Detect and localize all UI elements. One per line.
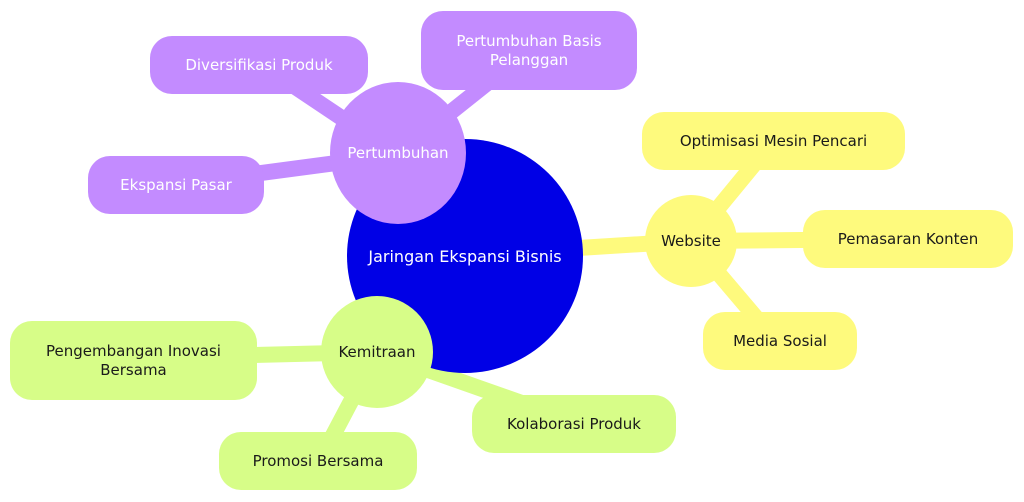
leaf-promosi-bersama[interactable]: Promosi Bersama [219, 432, 417, 490]
leaf-diversifikasi-produk[interactable]: Diversifikasi Produk [150, 36, 368, 94]
leaf-kolaborasi-produk[interactable]: Kolaborasi Produk [472, 395, 676, 453]
leaf-label: Diversifikasi Produk [185, 55, 333, 74]
leaf-label: Ekspansi Pasar [120, 175, 232, 194]
branch-label: Website [661, 231, 721, 250]
leaf-label: Promosi Bersama [252, 451, 384, 470]
branch-label: Pertumbuhan [347, 143, 449, 162]
leaf-label: Pemasaran Konten [837, 229, 979, 248]
branch-website[interactable]: Website [645, 195, 737, 287]
leaf-optimisasi-mesin-pencari[interactable]: Optimisasi Mesin Pencari [642, 112, 905, 170]
branch-label: Kemitraan [338, 342, 416, 361]
leaf-pertumbuhan-basis-pelanggan[interactable]: Pertumbuhan Basis Pelanggan [421, 11, 637, 90]
branch-pertumbuhan[interactable]: Pertumbuhan [330, 82, 466, 224]
root-label: Jaringan Ekspansi Bisnis [368, 246, 562, 266]
leaf-media-sosial[interactable]: Media Sosial [703, 312, 857, 370]
leaf-label: Kolaborasi Produk [507, 414, 641, 433]
branch-kemitraan[interactable]: Kemitraan [321, 296, 433, 408]
leaf-label: Pertumbuhan Basis Pelanggan [456, 31, 602, 69]
leaf-pengembangan-inovasi-bersama[interactable]: Pengembangan Inovasi Bersama [10, 321, 257, 400]
leaf-label: Optimisasi Mesin Pencari [679, 131, 868, 150]
leaf-label: Pengembangan Inovasi Bersama [46, 341, 221, 379]
leaf-label: Media Sosial [733, 331, 827, 350]
leaf-ekspansi-pasar[interactable]: Ekspansi Pasar [88, 156, 264, 214]
leaf-pemasaran-konten[interactable]: Pemasaran Konten [803, 210, 1013, 268]
